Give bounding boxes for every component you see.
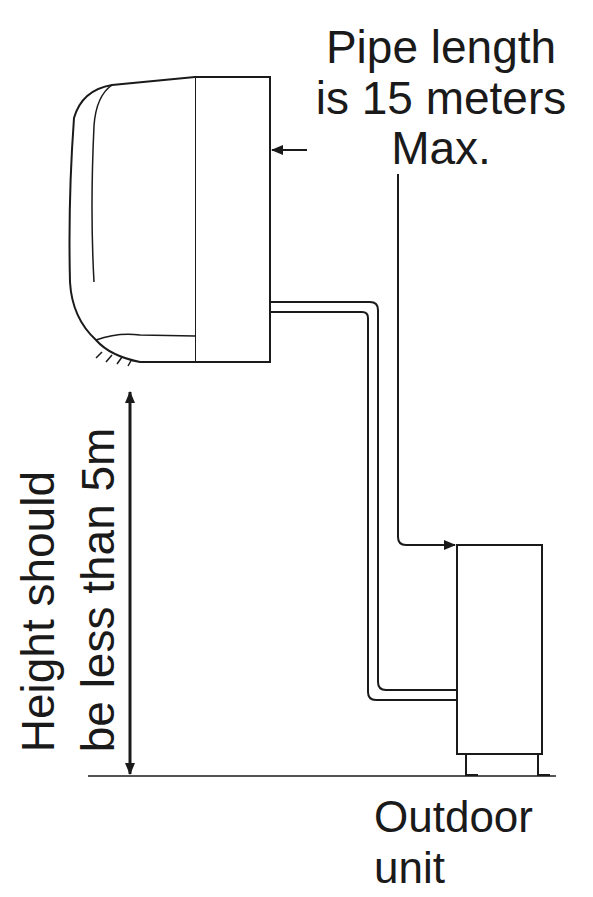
pipe-outer <box>270 302 456 690</box>
unit-label: Outdoor unit <box>374 792 574 893</box>
indoor-unit-front <box>70 77 196 362</box>
outdoor-unit-box: Outdoor unit <box>456 544 543 755</box>
pipe-length-note-wrap: Pipe length is 15 meters Max. <box>307 22 575 174</box>
front-panel-line <box>92 85 112 282</box>
indoor-unit <box>70 77 271 366</box>
pipe-length-arrow <box>272 150 455 545</box>
refrigerant-pipe <box>270 302 456 700</box>
indoor-unit-body <box>195 77 270 362</box>
louver <box>96 352 132 366</box>
pipe-inner <box>270 312 456 700</box>
height-arrow <box>129 392 132 774</box>
outlet-line <box>96 334 195 340</box>
height-note: Height should be less than 5m <box>8 417 128 752</box>
pipe-length-note: Pipe length is 15 meters Max. <box>307 22 575 174</box>
unit-label-wrap: Outdoor unit <box>374 792 574 893</box>
unit-feet <box>466 755 550 775</box>
ground-line <box>88 775 556 777</box>
height-note-wrap: Height should be less than 5m <box>8 417 128 752</box>
